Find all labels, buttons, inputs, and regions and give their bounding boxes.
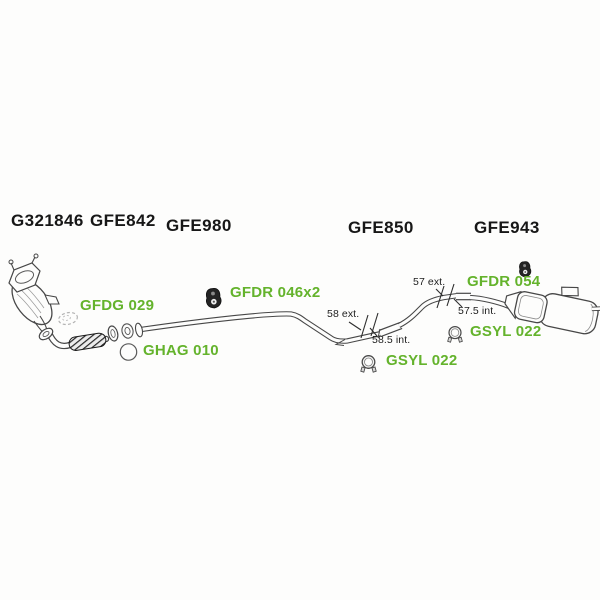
muffler-drawing: [504, 286, 600, 335]
dimension-57-ext: 57 ext.: [413, 276, 446, 288]
rear-pipe-drawing: [377, 292, 519, 339]
part-number-gfe850: GFE850: [348, 218, 414, 237]
pipe-clamp-icon: [360, 355, 377, 373]
part-number-gfe842: GFE842: [90, 211, 156, 230]
catalog-code-gfdg029[interactable]: GFDG 029: [80, 297, 155, 314]
catalytic-converter-drawing: [8, 253, 60, 341]
part-number-gfe943: GFE943: [474, 218, 540, 237]
rubber-hanger-icon: [204, 287, 223, 310]
gasket-ring-icon: [119, 343, 138, 361]
part-number-gfe980: GFE980: [166, 216, 232, 235]
mid-pipe-drawing: [134, 311, 382, 346]
flex-corrugation: [68, 332, 107, 351]
pipe-clamp-icon: [447, 325, 463, 343]
catalog-code-gfdr054[interactable]: GFDR 054: [467, 273, 541, 290]
catalog-code-gsyl022-rear[interactable]: GSYL 022: [470, 323, 542, 340]
part-number-g321846: G321846: [11, 211, 84, 230]
dimension-58-ext: 58 ext.: [327, 308, 360, 320]
dashed-gasket-icon: [58, 311, 78, 326]
catalog-code-gsyl022-mid[interactable]: GSYL 022: [386, 352, 458, 369]
joint-marks-58: [348, 312, 379, 339]
catalog-code-gfdr046x2[interactable]: GFDR 046x2: [230, 284, 321, 301]
dimension-58-5-int: 58.5 int.: [372, 334, 411, 346]
exhaust-gasket-drawing: [121, 323, 134, 339]
dimension-57-5-int: 57.5 int.: [458, 305, 497, 317]
joint-marks-57: [435, 283, 463, 309]
catalog-code-ghag010[interactable]: GHAG 010: [143, 342, 219, 359]
front-flex-pipe-drawing: [45, 325, 119, 351]
